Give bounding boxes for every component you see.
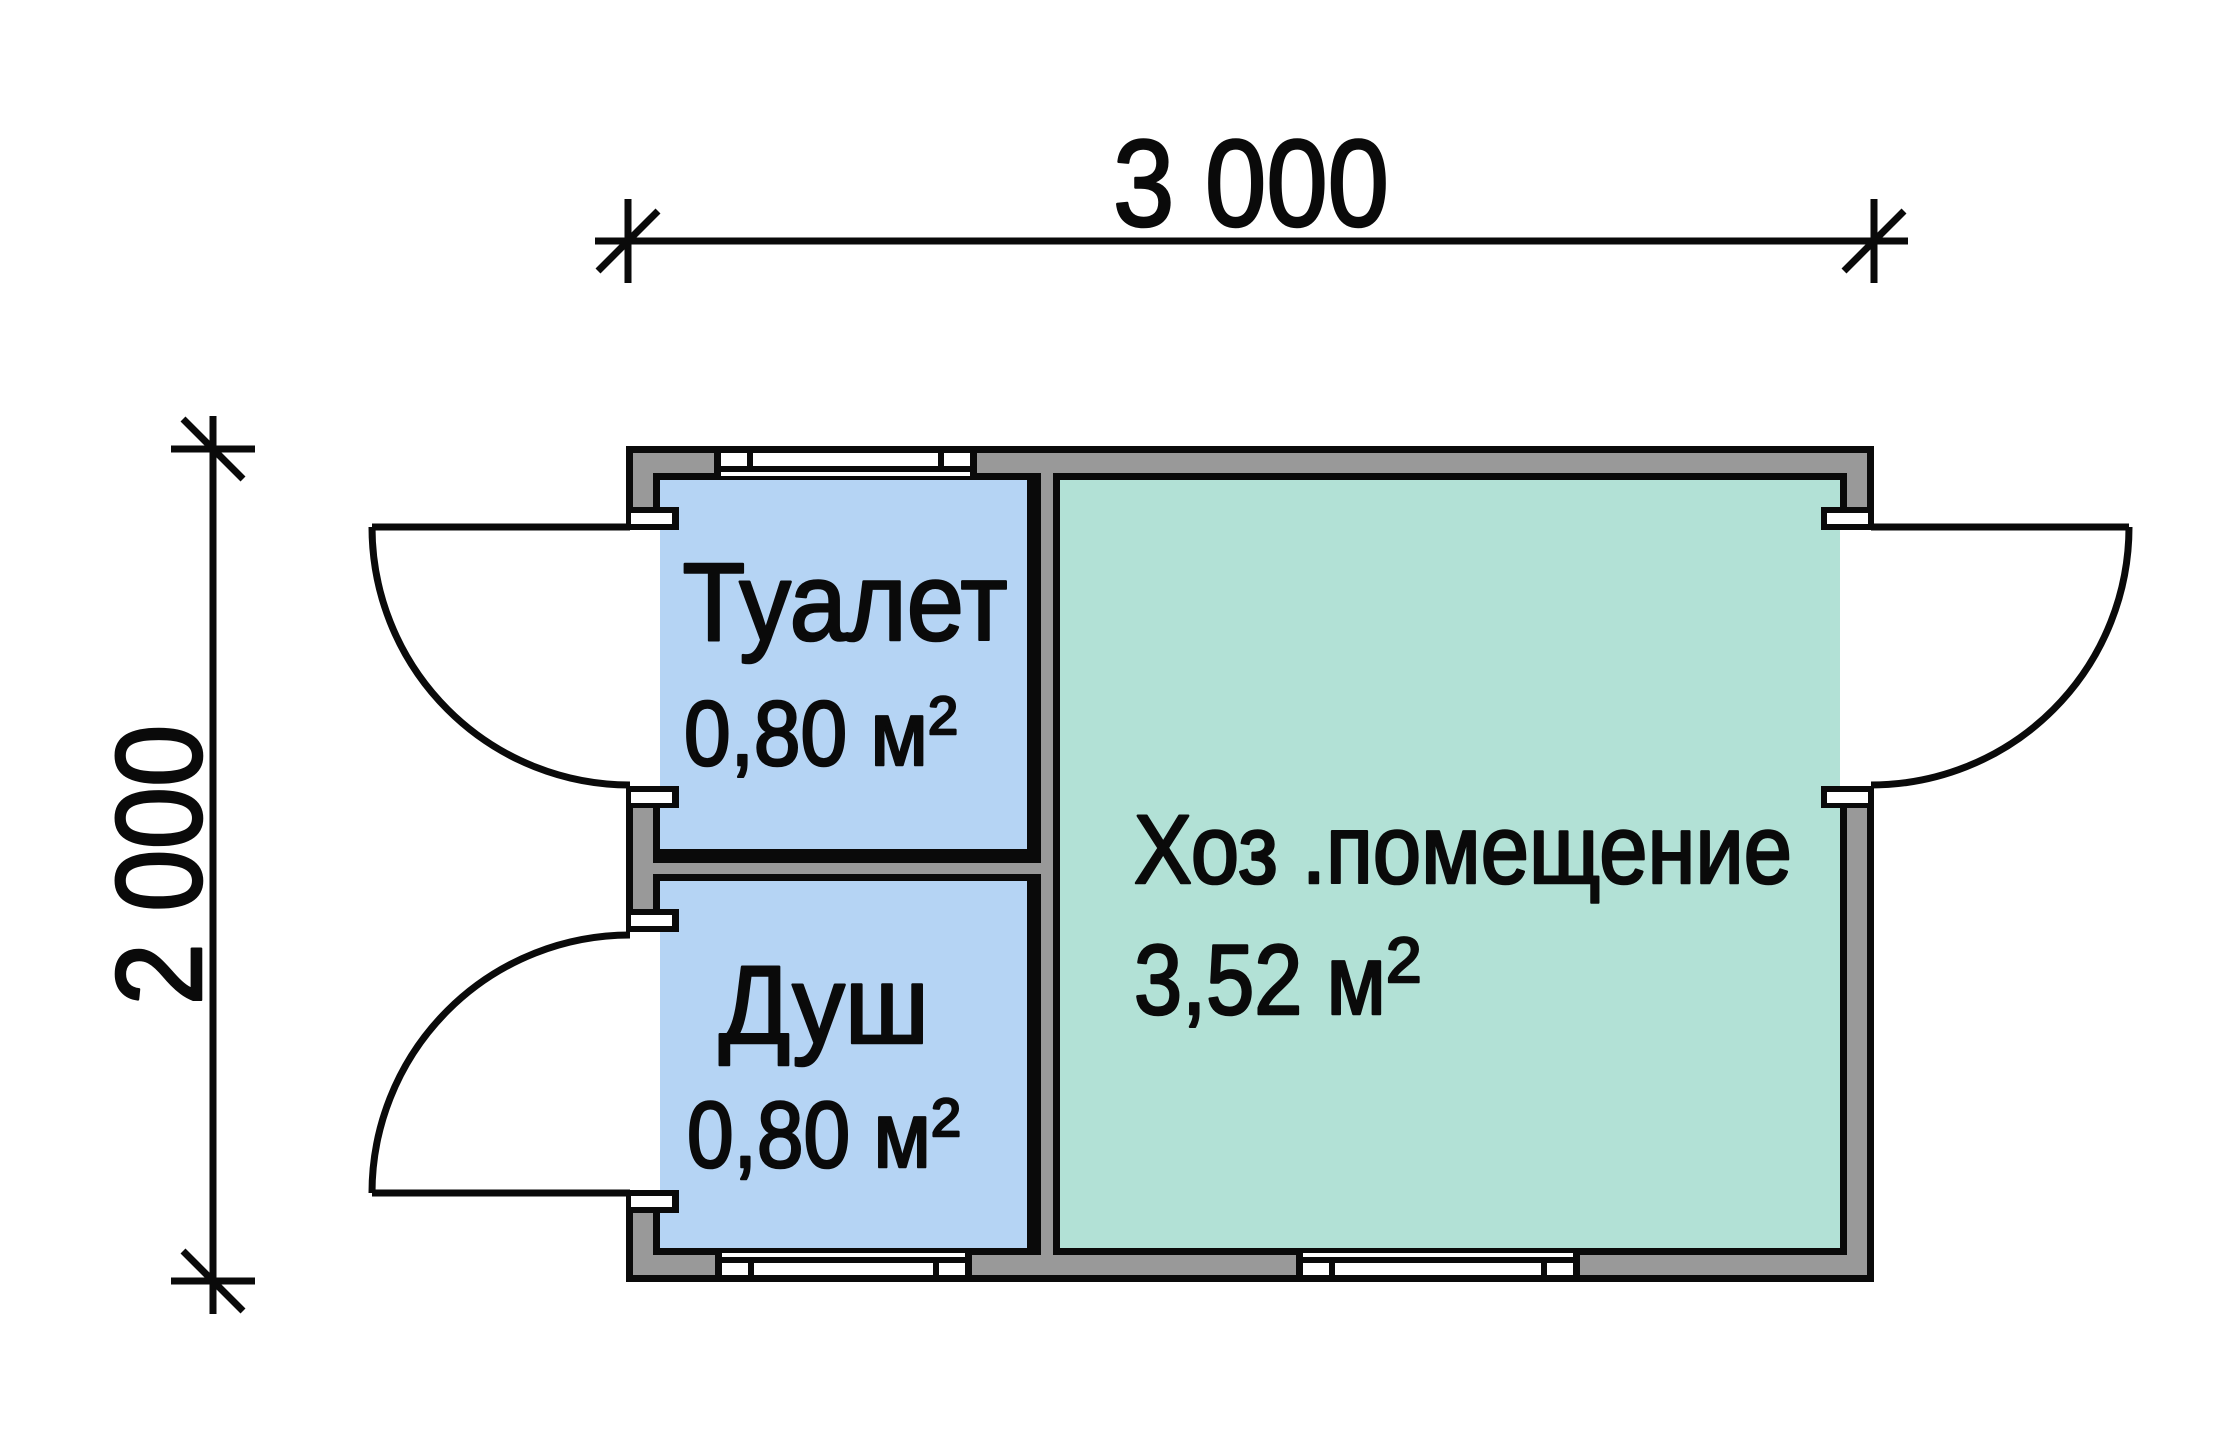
shower-room-name: Душ bbox=[719, 944, 929, 1067]
dimension-left-label: 2 000 bbox=[91, 725, 227, 1006]
room-shower bbox=[653, 874, 1041, 1255]
room-toilet bbox=[653, 473, 1041, 863]
toilet-room-name: Туалет bbox=[683, 541, 1008, 664]
window-bottom-utility bbox=[1296, 1248, 1580, 1282]
jamb-face bbox=[631, 513, 672, 524]
dimension-top-label: 3 000 bbox=[1113, 116, 1389, 253]
toilet-door-jamb-top bbox=[626, 507, 679, 530]
window-glazing bbox=[722, 1263, 965, 1275]
window-top-toilet bbox=[714, 446, 977, 480]
jamb-face bbox=[631, 792, 672, 803]
utility-room-area: 3,52 м2 bbox=[1134, 924, 1422, 1035]
utility-door-swing-arc bbox=[1870, 526, 2133, 789]
dimension-slash-tick bbox=[180, 416, 246, 482]
toilet-door-jamb-bottom bbox=[626, 786, 679, 808]
utility-door-jamb-top bbox=[1821, 507, 1874, 530]
utility-area-value: 3,52 м bbox=[1134, 924, 1386, 1035]
room-utility bbox=[1053, 473, 1847, 1255]
window-divider bbox=[1541, 1263, 1547, 1275]
shower-area-value: 0,80 м bbox=[687, 1082, 931, 1187]
toilet-floor bbox=[660, 480, 1027, 849]
utility-room-name: Хоз .помещение bbox=[1134, 795, 1792, 904]
shower-room-area: 0,80 м2 bbox=[687, 1082, 961, 1187]
toilet-room-area: 0,80 м2 bbox=[684, 683, 958, 785]
jamb-face bbox=[631, 915, 672, 926]
toilet-door-swing-arc bbox=[368, 526, 631, 789]
jamb-face bbox=[1827, 792, 1868, 803]
dimension-slash-tick bbox=[595, 208, 661, 274]
utility-floor bbox=[1060, 480, 1840, 1248]
window-sill-gap bbox=[1303, 1253, 1573, 1257]
window-bottom-shower bbox=[715, 1248, 972, 1282]
window-sill-gap bbox=[722, 1253, 965, 1257]
shower-floor bbox=[660, 881, 1027, 1248]
window-glazing bbox=[1303, 1263, 1573, 1275]
window-divider bbox=[747, 453, 753, 466]
shower-door-opening bbox=[626, 932, 660, 1193]
dimension-left bbox=[171, 416, 255, 1314]
utility-door-jamb-bottom bbox=[1821, 786, 1874, 808]
window-divider bbox=[933, 1263, 939, 1275]
jamb-face bbox=[631, 1196, 672, 1207]
door-jambs bbox=[626, 507, 1874, 1213]
shower-door-jamb-top bbox=[626, 909, 679, 932]
toilet-area-value: 0,80 м bbox=[684, 683, 928, 785]
window-divider bbox=[748, 1263, 754, 1275]
doors bbox=[368, 523, 2133, 1197]
dimension-slash-tick bbox=[1841, 208, 1907, 274]
window-divider bbox=[938, 453, 944, 466]
jamb-face bbox=[1827, 513, 1868, 524]
window-sill-gap bbox=[721, 472, 970, 476]
dimension-slash-tick bbox=[180, 1248, 246, 1314]
utility-area-superscript: 2 bbox=[1386, 924, 1422, 996]
dimension-top bbox=[595, 199, 1908, 283]
toilet-area-superscript: 2 bbox=[928, 686, 958, 746]
shower-area-superscript: 2 bbox=[931, 1088, 961, 1148]
window-divider bbox=[1329, 1263, 1335, 1275]
toilet-door-opening bbox=[626, 527, 660, 787]
utility-door-opening bbox=[1840, 527, 1874, 787]
shower-door-swing-arc bbox=[368, 931, 631, 1194]
window-glazing bbox=[721, 453, 970, 466]
shower-door-jamb-bottom bbox=[626, 1190, 679, 1213]
